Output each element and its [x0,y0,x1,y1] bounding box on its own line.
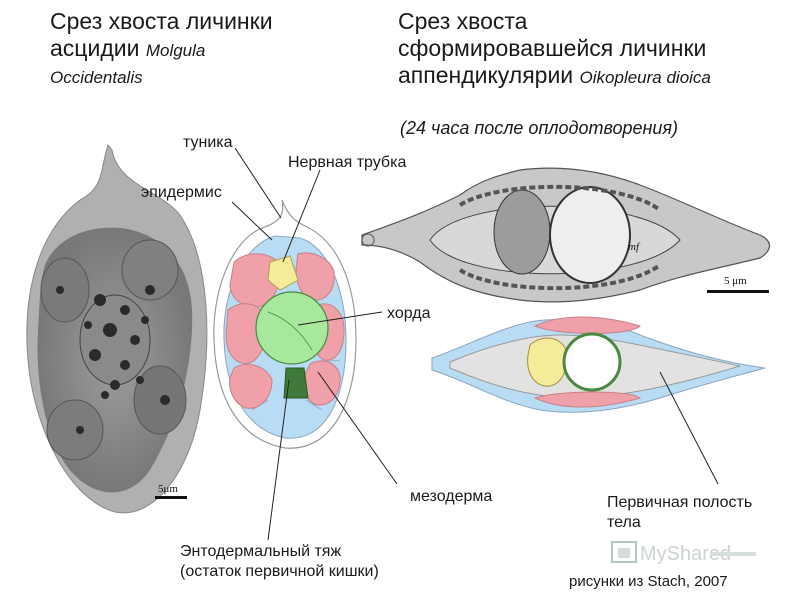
watermark-text: MyShared [640,543,731,565]
right-schematic [431,316,766,413]
right-title-species: Oikopleura dioica [579,68,711,87]
credit: рисунки из Stach, 2007 [569,573,728,590]
right-notochord [562,332,622,392]
left-title: Срез хвоста личинки асцидии Molgula Occi… [50,8,273,91]
label-endoderm-line1: Энтодермальный тяж [180,543,342,560]
label-body-cavity-line1: Первичная полость [607,494,753,511]
label-mesoderm: мезодерма [410,488,493,505]
right-scale-text: 5 μm [724,275,747,287]
left-title-species-1: Molgula [145,41,206,60]
right-title-main: аппендикулярии [398,62,574,88]
right-title-line2: сформировавшейся личинки [398,35,707,61]
left-scale-text: 5μm [158,483,178,495]
leader-lines [231,147,719,541]
label-epidermis: эпидермис [141,184,222,201]
label-tunic: туника [183,134,233,151]
right-mesoderm-top [533,316,641,334]
endoderm-shape [283,367,309,399]
left-scale-bar [155,496,187,499]
left-title-species-2: Occidentalis [50,68,143,87]
right-micrograph: mf 5 μm [361,167,770,303]
label-body-cavity: Первичная полость тела [607,493,752,533]
label-notochord: хорда [387,305,431,322]
label-neural-tube: Нервная трубка [288,154,407,171]
label-body-cavity-line2: тела [607,514,641,531]
label-endoderm-line2: (остаток первичной кишки) [180,563,379,580]
right-scale-bar [707,290,769,293]
left-micrograph: 5μm [26,143,208,514]
left-title-line1: Срез хвоста личинки [50,8,273,34]
right-mesoderm-bottom [533,391,642,408]
left-schematic [213,199,357,449]
label-endoderm: Энтодермальный тяж (остаток первичной ки… [180,542,379,582]
right-title: Срез хвоста сформировавшейся личинки апп… [398,8,711,91]
right-title-line1: Срез хвоста [398,8,528,34]
right-subtitle: (24 часа после оплодотворения) [400,118,679,138]
watermark-logo: MyShared [611,541,756,565]
left-title-main: асцидии [50,35,140,61]
mf-label: mf [628,241,641,253]
right-neural-tube [527,337,568,387]
neural-tube-shape [267,255,299,291]
notochord-shape [255,291,329,365]
